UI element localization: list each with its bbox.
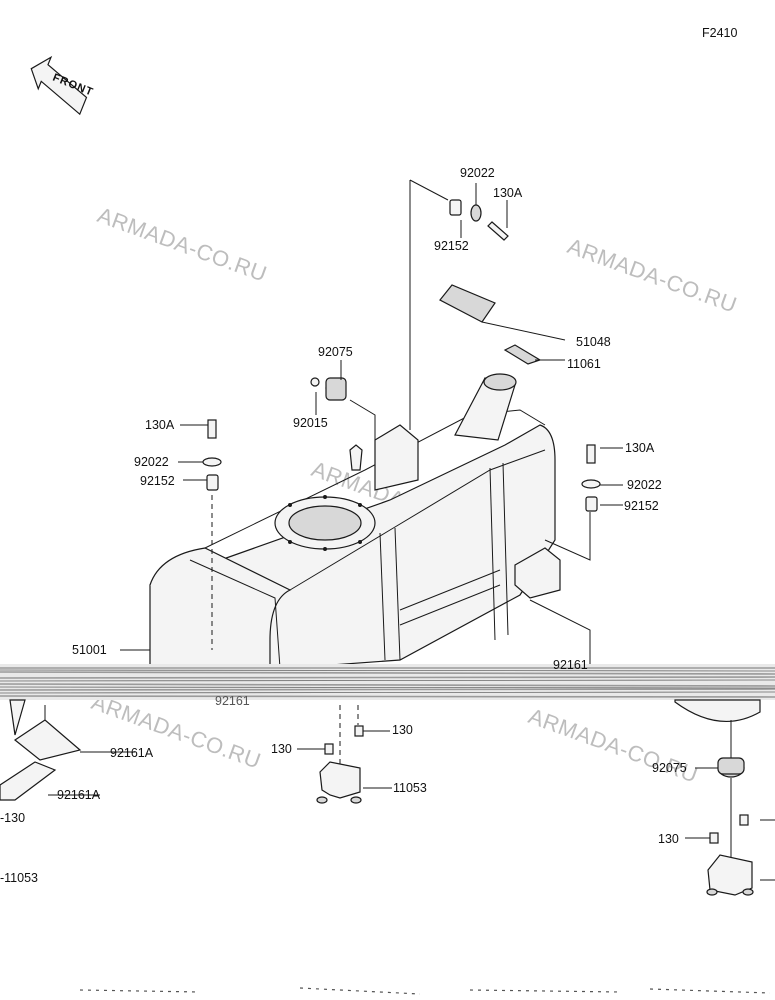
label-130a-right: 130A	[625, 441, 655, 455]
fuel-cap-51048	[439, 284, 566, 341]
label-92022-top: 92022	[460, 166, 495, 180]
label-130-left-edge: -130	[0, 811, 25, 825]
label-51048: 51048	[576, 335, 611, 349]
label-11061: 11061	[567, 357, 601, 371]
label-92161a-lower: 92161A	[57, 788, 101, 802]
label-92152-left: 92152	[140, 474, 175, 488]
label-11053-left-edge: -11053	[0, 871, 38, 885]
label-92161a-upper: 92161A	[110, 746, 154, 760]
watermark-top-right: ARMADA-CO.RU	[564, 233, 740, 317]
label-92022-right: 92022	[627, 478, 662, 492]
front-arrow-icon: FRONT	[30, 55, 95, 116]
watermark-bottom-right: ARMADA-CO.RU	[525, 703, 701, 787]
label-130a-left: 130A	[145, 418, 175, 432]
label-51001: 51001	[72, 643, 107, 657]
label-92152-right: 92152	[624, 499, 659, 513]
label-92015: 92015	[293, 416, 328, 430]
label-92075-left: 92075	[318, 345, 353, 359]
label-130-mid-right: 130	[392, 723, 413, 737]
part-labels: 92022 130A 92152 51048 11061 92075 92015…	[0, 166, 687, 885]
watermark-top-left: ARMADA-CO.RU	[94, 202, 270, 286]
fuel-tank-51001	[149, 373, 561, 669]
figure-code: F2410	[702, 26, 737, 40]
leader-lines	[120, 179, 623, 665]
label-130a-top: 130A	[493, 186, 523, 200]
gasket-11061	[503, 344, 542, 365]
label-92161-cut: 92161	[215, 694, 250, 708]
lower-parts	[0, 699, 775, 995]
label-92022-left: 92022	[134, 455, 169, 469]
label-92161-mid: 92161	[553, 658, 588, 672]
label-92075-right: 92075	[652, 761, 687, 775]
label-130-right: 130	[658, 832, 679, 846]
label-130-mid-left: 130	[271, 742, 292, 756]
scan-tear-band	[0, 664, 775, 700]
label-92152-top: 92152	[434, 239, 469, 253]
label-11053-mid: 11053	[393, 781, 427, 795]
